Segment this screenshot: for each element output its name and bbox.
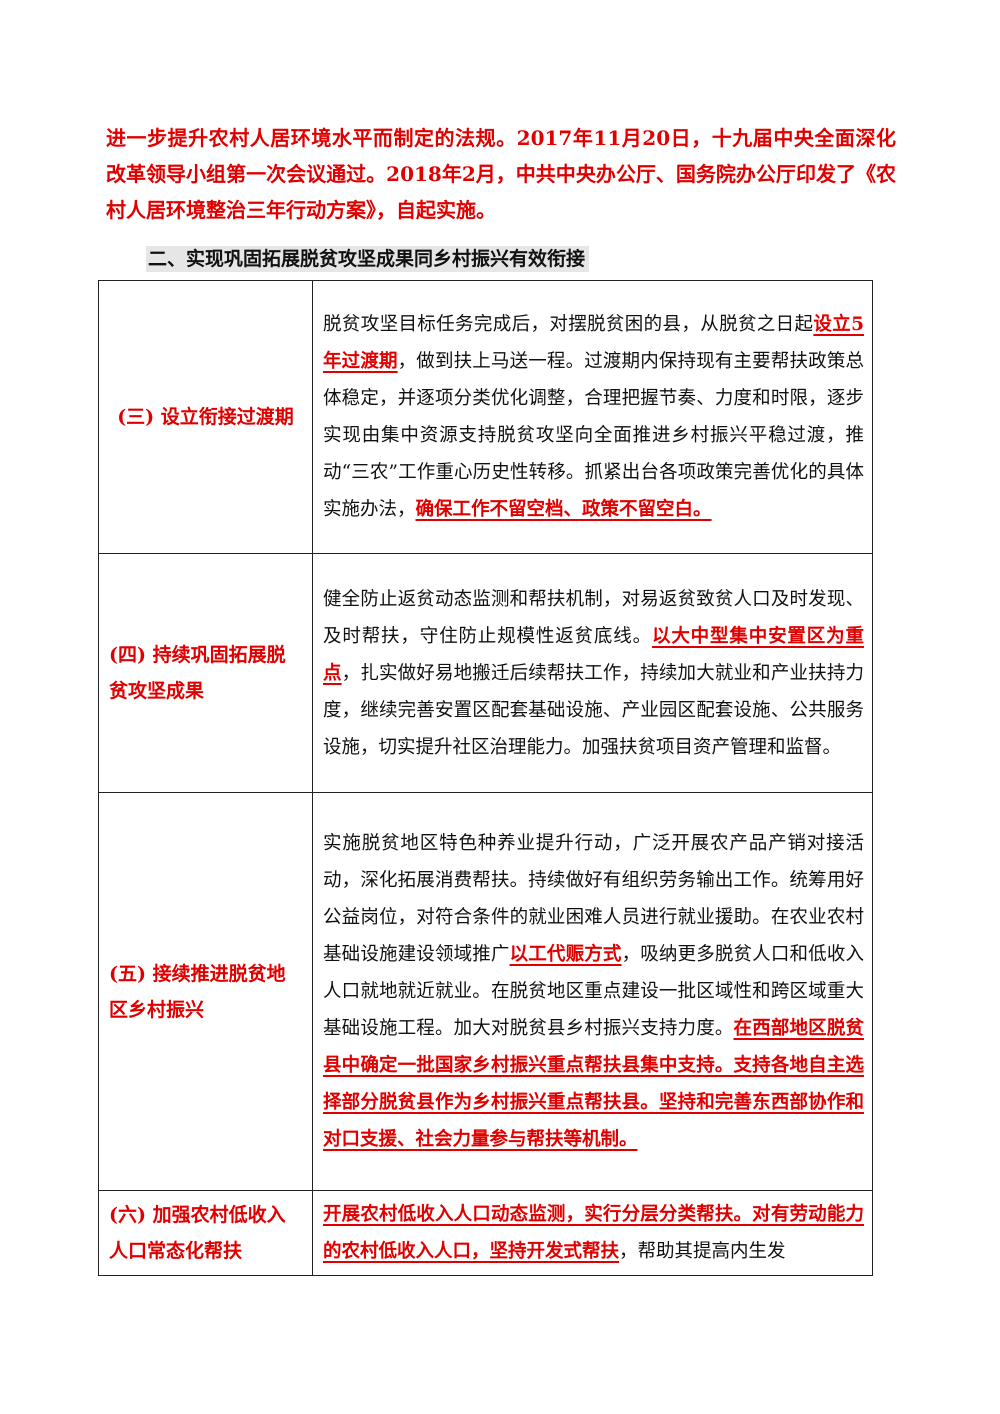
intro-paragraph: 进一步提升农村人居环境水平而制定的法规。2017年11月20日，十九届中央全面深… [106, 120, 896, 228]
row-content: 开展农村低收入人口动态监测，实行分层分类帮扶。对有劳动能力的农村低收入人口，坚持… [312, 1190, 873, 1276]
row-content: 实施脱贫地区特色种养业提升行动，广泛开展农产品产销对接活动，深化拓展消费帮扶。持… [312, 792, 873, 1191]
table-row: (六) 加强农村低收入人口常态化帮扶 开展农村低收入人口动态监测，实行分层分类帮… [98, 1190, 873, 1276]
row-label: (三) 设立衔接过渡期 [98, 280, 313, 554]
row-content: 脱贫攻坚目标任务完成后，对摆脱贫困的县，从脱贫之日起设立5年过渡期，做到扶上马送… [312, 280, 873, 554]
body-text: ，扎实做好易地搬迁后续帮扶工作，持续加大就业和产业扶持力度，继续完善安置区配套基… [323, 662, 864, 758]
body-text: ，吸纳更多脱贫人口和低收入人口就地就近就业。在脱贫地区重点建设一批区域性和跨区域… [323, 944, 864, 1039]
body-text: 脱贫攻坚目标任务完成后，对摆脱贫困的县，从脱贫之日起 [323, 314, 814, 335]
section-title: 二、实现巩固拓展脱贫攻坚成果同乡村振兴有效衔接 [146, 246, 590, 272]
highlighted-text: 在西部地区脱贫县中确定一批国家乡村振兴重点帮扶县集中支持。支持各地自主选择部分脱… [323, 1018, 864, 1150]
body-text: ，帮助其提高内生发 [619, 1241, 786, 1262]
row-content: 健全防止返贫动态监测和帮扶机制，对易返贫致贫人口及时发现、及时帮扶，守住防止规模… [312, 553, 873, 793]
row-label: (五) 接续推进脱贫地区乡村振兴 [98, 792, 313, 1191]
body-text: 实施脱贫地区特色种养业提升行动，广泛开展农产品产销对接活动，深化拓展消费帮扶。持… [323, 833, 864, 965]
highlighted-text: 以工代赈方式 [509, 944, 622, 965]
highlighted-text: 以大中型集中安置区为重点 [323, 625, 864, 684]
policy-table: (三) 设立衔接过渡期 脱贫攻坚目标任务完成后，对摆脱贫困的县，从脱贫之日起设立… [98, 280, 873, 1276]
highlighted-text: 确保工作不留空档、政策不留空白。 [415, 499, 712, 520]
table-row: (三) 设立衔接过渡期 脱贫攻坚目标任务完成后，对摆脱贫困的县，从脱贫之日起设立… [98, 280, 873, 554]
intro-text: 进一步提升农村人居环境水平而制定的法规。2017年11月20日，十九届中央全面深… [106, 126, 896, 222]
body-text: ，做到扶上马送一程。过渡期内保持现有主要帮扶政策总体稳定，并逐项分类优化调整，合… [323, 351, 864, 520]
row-label: (四) 持续巩固拓展脱贫攻坚成果 [98, 553, 313, 793]
table-row: (四) 持续巩固拓展脱贫攻坚成果 健全防止返贫动态监测和帮扶机制，对易返贫致贫人… [98, 553, 873, 793]
row-label: (六) 加强农村低收入人口常态化帮扶 [98, 1190, 313, 1276]
body-text: 健全防止返贫动态监测和帮扶机制，对易返贫致贫人口及时发现、及时帮扶，守住防止规模… [323, 588, 864, 647]
table-row: (五) 接续推进脱贫地区乡村振兴 实施脱贫地区特色种养业提升行动，广泛开展农产品… [98, 792, 873, 1191]
highlighted-text: 设立5年过渡期 [323, 314, 864, 372]
highlighted-text: 开展农村低收入人口动态监测，实行分层分类帮扶。对有劳动能力的农村低收入人口，坚持… [323, 1204, 864, 1262]
